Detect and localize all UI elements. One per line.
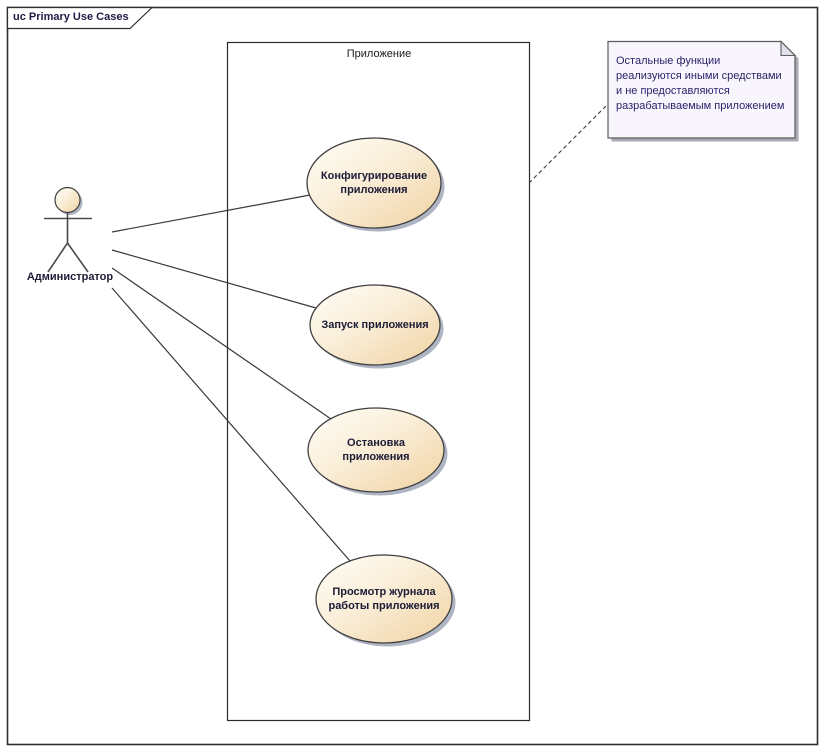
use-case-configure[interactable] <box>306 137 445 232</box>
note-remaining-functions[interactable] <box>607 40 799 142</box>
use-case-label-text: Остановка приложения <box>342 437 410 463</box>
use-case-label-configure: Конфигурирование приложения <box>307 138 441 228</box>
use-case-label-start: Запуск приложения <box>310 285 440 365</box>
system-boundary-label: Приложение <box>346 48 412 60</box>
actor-right-leg <box>66 242 89 273</box>
actor-head <box>54 186 81 214</box>
use-case-viewlog[interactable] <box>315 554 456 647</box>
use-case-ellipse <box>306 137 442 229</box>
use-case-ellipse <box>315 554 453 644</box>
association-line-configure[interactable] <box>111 194 311 233</box>
actor-label: Администратор <box>26 271 114 283</box>
note-fold-icon <box>780 40 797 57</box>
frame-title: uc Primary Use Cases <box>13 11 129 23</box>
use-case-stop[interactable] <box>307 407 448 496</box>
use-case-label-text: Просмотр журнала работы приложения <box>328 586 440 612</box>
use-case-label-text: Запуск приложения <box>321 319 429 331</box>
frame-title-tab <box>6 6 154 30</box>
association-line-stop[interactable] <box>111 267 332 420</box>
note-shape <box>607 40 796 139</box>
actor-left-leg <box>47 242 69 273</box>
association-line-viewlog[interactable] <box>111 287 351 562</box>
use-case-label-stop: Остановка приложения <box>308 408 444 492</box>
association-line-start[interactable] <box>111 249 317 309</box>
use-case-label-text: Конфигурирование приложения <box>320 170 428 196</box>
use-case-start[interactable] <box>309 284 444 369</box>
use-case-label-viewlog: Просмотр журнала работы приложения <box>316 555 452 643</box>
actor-administrator[interactable] <box>44 186 92 273</box>
use-case-ellipse <box>309 284 441 366</box>
use-case-ellipse <box>307 407 445 493</box>
note-text: Остальные функции реализуются иными сред… <box>616 55 785 112</box>
